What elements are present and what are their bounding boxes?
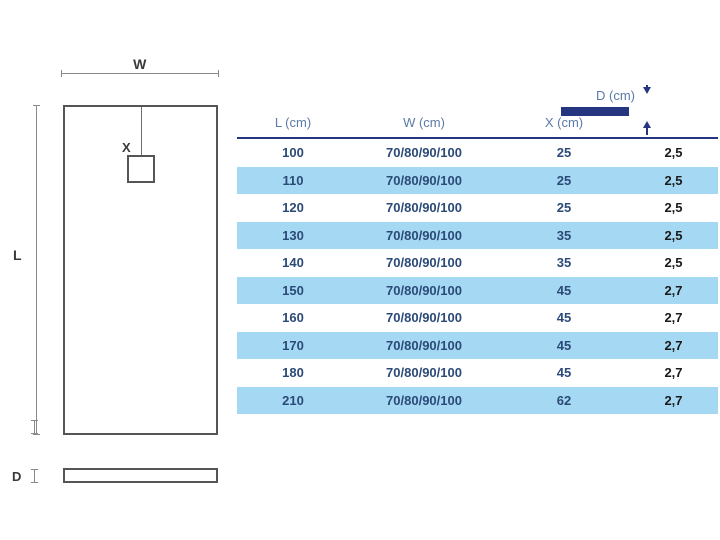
cell-width: 70/80/90/100: [386, 392, 462, 408]
depth-dimension-tick: [31, 469, 38, 483]
table-row: 150 70/80/90/100 45 2,7: [237, 276, 718, 304]
cell-drain-offset: 25: [556, 200, 572, 216]
cell-depth: 2,7: [664, 392, 683, 408]
table-row: 100 70/80/90/100 25 2,5: [237, 138, 718, 167]
cell-drain-offset: 45: [556, 365, 572, 381]
cell-length: 120: [282, 200, 304, 216]
arrow-down-icon: [643, 85, 651, 94]
table-row: 180 70/80/90/100 45 2,7: [237, 359, 718, 387]
cell-drain-offset: 45: [556, 310, 572, 326]
cell-depth: 2,5: [664, 200, 683, 216]
table-row: 170 70/80/90/100 45 2,7: [237, 331, 718, 359]
table-body: 100 70/80/90/100 25 2,5 110 70/80/90/100 25 2,5…: [237, 138, 718, 414]
length-dimension-end-tick: [31, 420, 38, 434]
table-row: 160 70/80/90/100 45 2,7: [237, 304, 718, 332]
cell-depth: 2,5: [664, 227, 683, 243]
cell-drain-offset: 25: [556, 172, 572, 188]
width-dimension-line: [61, 70, 219, 77]
cell-width: 70/80/90/100: [386, 145, 462, 161]
length-dimension-line: [33, 105, 40, 435]
width-dimension-label: W: [133, 56, 147, 72]
table-row: 120 70/80/90/100 25 2,5: [237, 194, 718, 222]
cell-length: 150: [282, 282, 304, 298]
cell-width: 70/80/90/100: [386, 337, 462, 353]
cell-depth: 2,7: [664, 337, 683, 353]
cell-drain-offset: 35: [556, 227, 572, 243]
column-header-depth: [629, 111, 718, 139]
cell-drain-offset: 35: [556, 255, 572, 271]
cell-length: 100: [282, 145, 304, 161]
column-header-width: W (cm): [349, 111, 499, 139]
cell-length: 210: [282, 392, 304, 408]
depth-legend-label: D (cm): [596, 88, 635, 103]
cell-width: 70/80/90/100: [386, 172, 462, 188]
length-dimension-label: L: [13, 247, 22, 263]
cell-depth: 2,5: [664, 172, 683, 188]
cell-depth: 2,5: [664, 145, 683, 161]
table-header-row: L (cm) W (cm) X (cm): [237, 111, 718, 139]
cell-length: 160: [282, 310, 304, 326]
cell-width: 70/80/90/100: [386, 282, 462, 298]
cell-drain-offset: 45: [556, 337, 572, 353]
cell-length: 180: [282, 365, 304, 381]
drain-square: [127, 155, 155, 183]
column-header-drain-offset: X (cm): [499, 111, 629, 139]
table-row: 130 70/80/90/100 35 2,5: [237, 221, 718, 249]
cell-drain-offset: 45: [556, 282, 572, 298]
drain-center-line: [141, 107, 142, 169]
dimensions-table: L (cm) W (cm) X (cm) 100 70/80/90/100 25 2,…: [237, 111, 718, 414]
cell-depth: 2,7: [664, 282, 683, 298]
table-row: 210 70/80/90/100 62 2,7: [237, 386, 718, 414]
cell-width: 70/80/90/100: [386, 255, 462, 271]
cell-length: 110: [282, 172, 304, 188]
cell-depth: 2,7: [664, 365, 683, 381]
shower-tray-side-view: [63, 468, 218, 483]
cell-width: 70/80/90/100: [386, 200, 462, 216]
depth-dimension-label: D: [12, 469, 22, 484]
cell-width: 70/80/90/100: [386, 365, 462, 381]
table-row: 140 70/80/90/100 35 2,5: [237, 249, 718, 277]
cell-length: 130: [282, 227, 304, 243]
cell-width: 70/80/90/100: [386, 310, 462, 326]
cell-width: 70/80/90/100: [386, 227, 462, 243]
cell-depth: 2,7: [664, 310, 683, 326]
cell-drain-offset: 25: [556, 145, 572, 161]
cell-length: 170: [282, 337, 304, 353]
cell-depth: 2,5: [664, 255, 683, 271]
cell-length: 140: [282, 255, 304, 271]
product-dimension-drawing: W L X D: [0, 0, 236, 540]
cell-drain-offset: 62: [556, 392, 572, 408]
table-row: 110 70/80/90/100 25 2,5: [237, 166, 718, 194]
column-header-length: L (cm): [237, 111, 349, 139]
drain-offset-label: X: [122, 140, 131, 155]
